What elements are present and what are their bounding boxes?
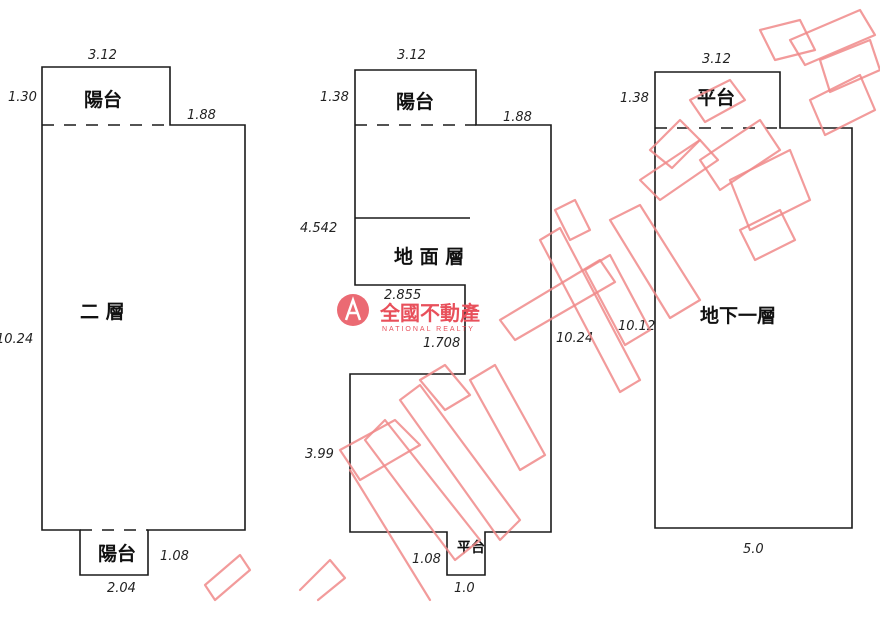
basement-floor-plan: 3.12 1.38 10.12 5.0 平台 地下一層: [618, 52, 853, 557]
brand-logo-icon: [337, 294, 369, 326]
ground-floor-top-width: 3.12: [397, 48, 426, 63]
basement-floor-height: 10.12: [618, 319, 655, 334]
second-floor-balcony-top-label: 陽台: [84, 88, 122, 111]
basement-floor-room-label: 地下一層: [700, 304, 776, 327]
second-floor-height: 10.24: [0, 332, 33, 347]
ground-floor-balcony-top-label: 陽台: [396, 90, 434, 113]
ground-floor-room-label: 地 面 層: [394, 245, 464, 268]
second-floor-bottom-right: 1.08: [160, 549, 189, 564]
brand-name-en: NATIONAL REALTY: [382, 326, 475, 333]
second-floor-top-width: 3.12: [88, 48, 117, 63]
basement-floor-outline: [654, 71, 853, 529]
ground-floor-side-offset: 1.88: [503, 110, 532, 125]
ground-floor-terrace-depth: 1.08: [412, 552, 441, 567]
second-floor-outline: [41, 66, 246, 576]
second-floor-balcony-bottom-label: 陽台: [98, 542, 136, 565]
ground-floor-right-height: 10.24: [556, 331, 593, 346]
second-floor-side-offset: 1.88: [187, 108, 216, 123]
ground-floor-lower-height: 3.99: [305, 447, 334, 462]
ground-floor-step: 1.708: [423, 336, 460, 351]
basement-floor-terrace-label: 平台: [697, 86, 735, 109]
second-floor-bottom-width: 2.04: [107, 581, 136, 596]
ground-floor-balcony-depth: 1.38: [320, 90, 349, 105]
ground-floor-upper-height: 4.542: [300, 221, 337, 236]
calligraphy-watermark: [203, 8, 880, 602]
second-floor-plan: 3.12 1.30 1.88 10.24 1.08 2.04 陽台 陽台 二 層: [0, 48, 246, 596]
basement-floor-top-width: 3.12: [702, 52, 731, 67]
ground-floor-inner-width: 2.855: [384, 288, 421, 303]
basement-floor-bottom-width: 5.0: [743, 542, 764, 557]
brand-name-cn: 全國不動產: [379, 301, 480, 325]
second-floor-balcony-depth: 1.30: [8, 90, 37, 105]
brand-watermark-logo: 全國不動產 NATIONAL REALTY: [337, 294, 480, 333]
second-floor-room-label: 二 層: [80, 301, 125, 323]
basement-floor-terrace-depth: 1.38: [620, 91, 649, 106]
ground-floor-terrace-width: 1.0: [454, 581, 475, 596]
ground-floor-outline: [349, 69, 552, 576]
